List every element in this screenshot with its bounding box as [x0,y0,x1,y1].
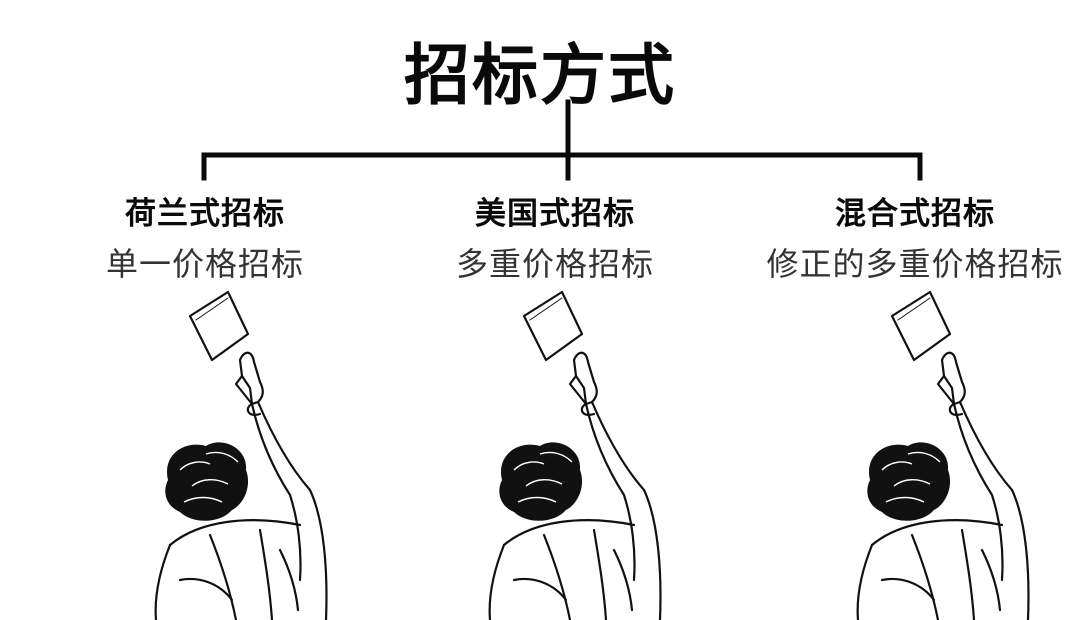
branch-hybrid: 混合式招标 修正的多重价格招标 [750,188,1080,285]
branch-name: 混合式招标 [750,188,1080,233]
branch-subtitle: 多重价格招标 [390,239,720,285]
branch-name: 荷兰式招标 [40,188,370,233]
bidder-raising-card-illustration [842,280,1080,620]
branch-subtitle: 单一价格招标 [40,239,370,285]
branch-american: 美国式招标 多重价格招标 [390,188,720,285]
bidder-raising-card-illustration [474,280,714,620]
bidder-raising-card-illustration [140,280,380,620]
branch-dutch: 荷兰式招标 单一价格招标 [40,188,370,285]
branch-subtitle: 修正的多重价格招标 [750,239,1080,285]
branch-name: 美国式招标 [390,188,720,233]
